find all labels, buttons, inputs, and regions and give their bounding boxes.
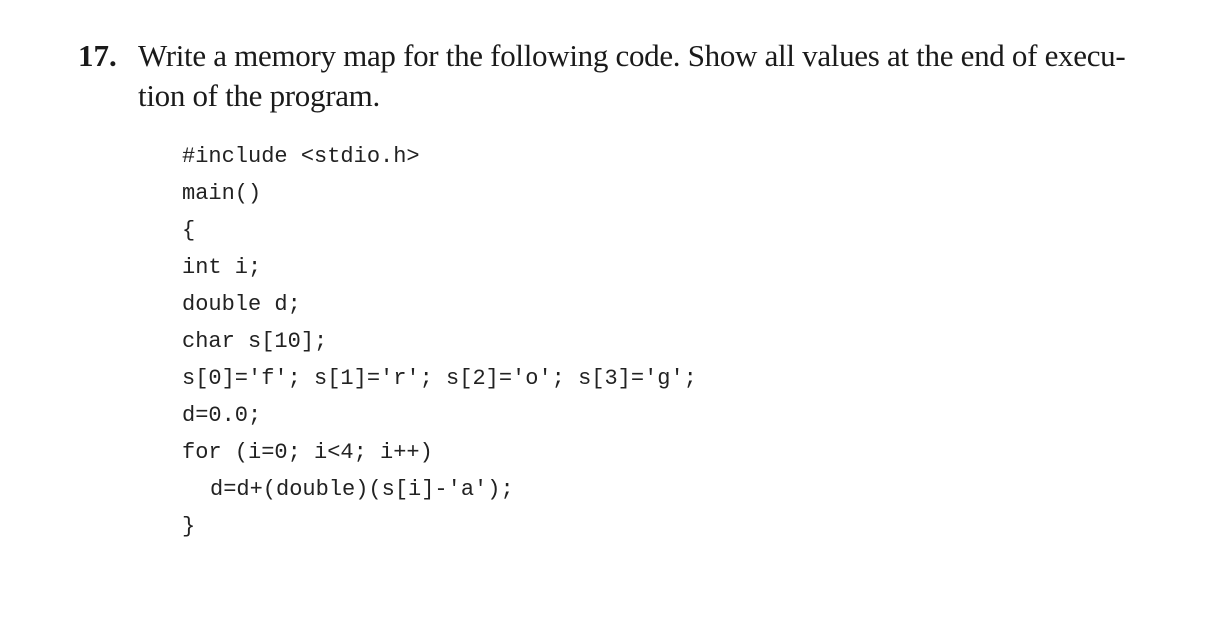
- code-listing: #include <stdio.h> main() { int i; doubl…: [182, 138, 697, 545]
- code-line-loop-body: d=d+(double)(s[i]-'a');: [210, 477, 514, 502]
- question-text-line-2: tion of the program.: [138, 78, 380, 113]
- code-line-open-brace: {: [182, 218, 196, 243]
- question-text-line-1: Write a memory map for the following cod…: [138, 38, 1126, 73]
- code-line-include: #include <stdio.h>: [182, 144, 420, 169]
- code-line-array-assign: s[0]='f'; s[1]='r'; s[2]='o'; s[3]='g';: [182, 366, 697, 391]
- code-line-int-decl: int i;: [182, 255, 262, 280]
- code-line-main: main(): [182, 181, 262, 206]
- code-line-d-init: d=0.0;: [182, 403, 262, 428]
- code-line-double-decl: double d;: [182, 292, 301, 317]
- question-number: 17.: [78, 38, 117, 73]
- question-text: Write a memory map for the following cod…: [138, 36, 1158, 116]
- code-line-char-decl: char s[10];: [182, 329, 328, 354]
- code-line-close-brace: }: [182, 514, 196, 539]
- code-line-for-loop: for (i=0; i<4; i++): [182, 440, 433, 465]
